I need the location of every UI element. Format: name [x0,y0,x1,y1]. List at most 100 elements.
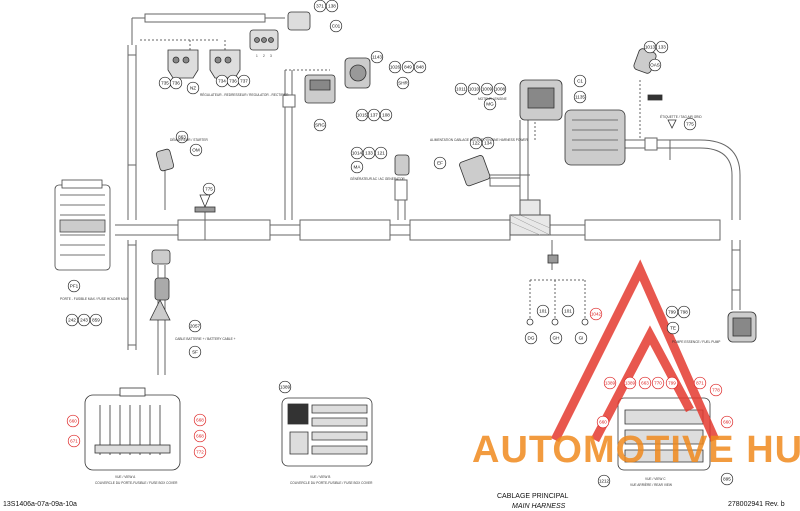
callout-bubble: 778 [709,383,723,397]
callout-number: 775 [686,122,694,127]
label-view-c-sub: VUE ARRIÈRE / REAR VIEW [630,482,672,487]
callout-bubble: 133 [655,40,669,54]
callout-bubble: OAS [648,58,662,72]
callout-bubble: 1009 [480,82,494,96]
fuse-box-view-b [281,397,373,467]
callout-number: 660 [599,420,607,425]
callout-number: 798 [680,310,688,315]
callout-bubble: 243 [77,313,91,327]
callout-bubble: 101 [536,304,550,318]
fuse-box-view-a [84,387,181,471]
callout-circle [638,376,652,390]
callout-number: GH [553,336,560,341]
callout-bubble: 1389 [603,376,617,390]
callout-circle [623,376,637,390]
middle-connectors [149,48,757,343]
callout-bubble: 849 [401,60,415,74]
callout-number: 108 [382,113,390,118]
callout-number: 134 [484,141,492,146]
callout-circle [573,74,587,88]
callout-bubble: 663 [638,376,652,390]
callout-bubble: 1026 [388,60,402,74]
callout-bubble: 799 [665,305,679,319]
callout-number: 122 [472,141,480,146]
callout-bubble: 1015 [355,108,369,122]
callout-number: 863 [178,135,186,140]
callout-number: 242 [68,318,76,323]
callout-bubble: 895 [720,472,734,486]
callout-circle [597,474,611,488]
callout-number: 736 [229,79,237,84]
callout-circle [175,130,189,144]
callout-number: 671 [70,439,78,444]
callout-number: C1 [577,79,583,84]
callout-circle [480,82,494,96]
callout-number: 734 [218,79,226,84]
callout-number: DG [528,336,535,341]
label-pump: POMPE ESSENCE / FUEL PUMP [672,340,720,344]
callout-number: 778 [712,388,720,393]
callout-circle [666,321,680,335]
callout-circle [683,117,697,131]
callout-circle [202,182,216,196]
footer-subtitle: MAIN HARNESS [512,503,566,510]
callout-number: 137 [370,113,378,118]
fuse-holder-pf1 [54,179,111,271]
callout-bubble: 122 [469,136,483,150]
callout-circle [379,108,393,122]
callout-bubble: C01 [329,19,343,33]
callout-circle [350,146,364,160]
callout-circle [370,50,384,64]
pin-3: 3 [270,54,272,58]
callout-circle [454,82,468,96]
callout-bubble: 1212 [597,474,611,488]
callout-bubble: 734 [215,74,229,88]
callout-number: 1009 [482,87,493,92]
callout-bubble: 101 [561,304,575,318]
callout-circle [573,90,587,104]
callout-circle [693,376,707,390]
callout-number: OAS [650,63,660,68]
callout-bubble: SF [188,345,202,359]
callout-circle [169,76,183,90]
callout-number: 133 [365,151,373,156]
callout-bubble: 1010 [467,82,481,96]
callout-bubble: 1143 [370,50,384,64]
label-battery: CABLE BATTERIE + / BATTERY CABLE + [175,337,236,341]
label-motor: MOTEUR / ENGINE [478,97,507,101]
callout-circle [574,331,588,345]
callout-number: SF [192,350,198,355]
callout-bubble: NZ [186,81,200,95]
callout-number: TE [670,326,676,331]
callout-number: 371 [316,4,324,9]
callout-circle [677,305,691,319]
harness-lines [115,13,741,375]
callout-bubble: 138 [325,0,339,13]
callout-number: 668 [196,418,204,423]
callout-circle [549,331,563,345]
regulator-connectors [167,11,311,79]
callout-bubble: GI [574,331,588,345]
callout-number: 1042 [591,312,602,317]
callout-circle [329,19,343,33]
callout-bubble: 859 [89,313,103,327]
callout-circle [648,58,662,72]
watermark-text: AUTOMOTIVE HUB [472,429,800,471]
footer-left-code: 13S1406a-07a-09a-10a [3,501,77,508]
label-generator: GÉNÉRATEUR AC / AC GENERATOR [350,176,405,181]
callout-bubble: 737 [237,74,251,88]
callout-number: 1389 [605,381,616,386]
callout-number: 737 [240,79,248,84]
callout-circle [278,380,292,394]
callout-bubble: MA [350,160,364,174]
callout-circle [362,146,376,160]
callout-bubble: 863 [175,130,189,144]
callout-bubble: SRG [313,118,327,132]
callout-bubble: 668 [193,429,207,443]
callout-bubble: 736 [226,74,240,88]
callout-circle [193,429,207,443]
callout-number: 775 [205,187,213,192]
callout-circle [561,304,575,318]
callout-number: GI [579,336,584,341]
callout-number: 770 [654,381,662,386]
